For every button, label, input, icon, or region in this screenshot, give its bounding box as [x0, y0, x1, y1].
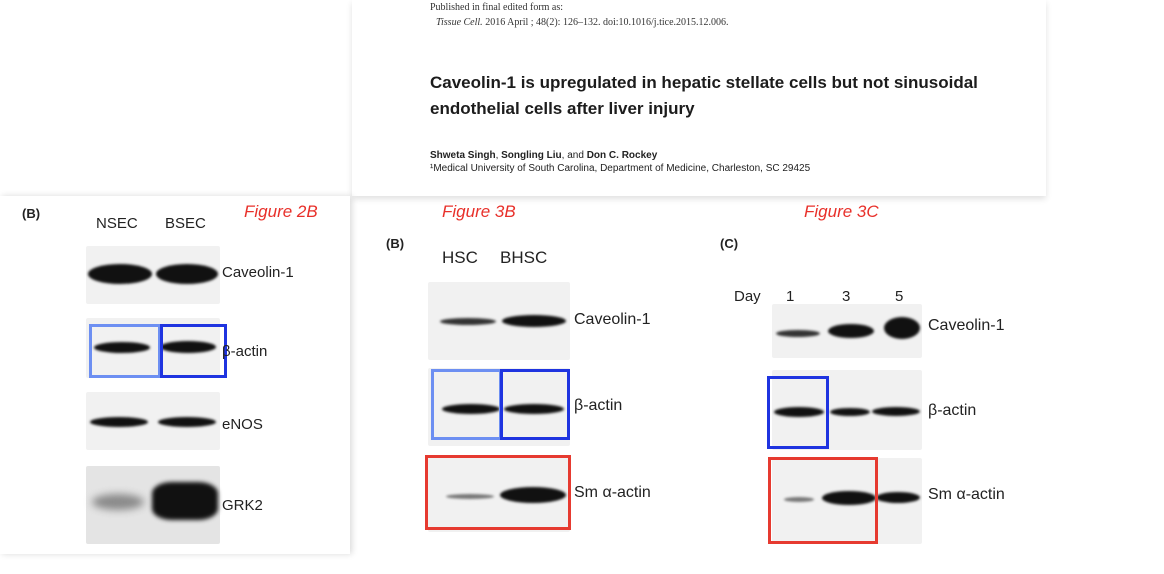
- band: [156, 264, 218, 284]
- blot-3c-sm-alpha-actin: [772, 458, 922, 544]
- band: [502, 315, 566, 327]
- highlight-box-red: [768, 457, 878, 544]
- blot-2b-grk2: [86, 466, 220, 544]
- lane-label-hsc: HSC: [442, 248, 478, 267]
- protein-label-caveolin: Caveolin-1: [222, 264, 294, 281]
- lane-label-bsec: BSEC: [165, 215, 206, 232]
- lane-label-nsec: NSEC: [96, 215, 138, 232]
- protein-label-sm-alpha-actin: Sm α-actin: [574, 484, 651, 501]
- citation-line: Tissue Cell. 2016 April ; 48(2): 126–132…: [436, 17, 729, 28]
- band: [872, 407, 920, 416]
- band: [442, 404, 500, 414]
- band: [446, 494, 494, 499]
- highlight-box-red: [425, 455, 571, 530]
- highlight-box-dark-blue: [160, 324, 227, 378]
- band: [822, 491, 876, 505]
- band: [500, 487, 566, 503]
- protein-label-sm-alpha-actin: Sm α-actin: [928, 486, 1005, 503]
- author-name: Don C. Rockey: [586, 150, 658, 161]
- author-name: Shweta Singh: [430, 150, 496, 161]
- band: [830, 408, 870, 416]
- lane-label-day-3: 3: [842, 288, 851, 305]
- band: [90, 417, 148, 427]
- band: [876, 492, 920, 503]
- author-list: Shweta Singh, Songling Liu, and Don C. R…: [430, 150, 657, 161]
- author-separator: , and: [561, 150, 587, 161]
- affiliation: ¹Medical University of South Carolina, D…: [430, 163, 811, 174]
- blot-2b-enos: [86, 392, 220, 450]
- band: [784, 497, 814, 502]
- author-separator: ,: [495, 150, 502, 161]
- band: [504, 404, 564, 414]
- paper-title: Caveolin-1 is upregulated in hepatic ste…: [430, 73, 978, 118]
- day-label: Day: [734, 288, 761, 305]
- protein-label-caveolin: Caveolin-1: [928, 317, 1005, 334]
- band: [776, 330, 820, 337]
- protein-label-beta-actin: β-actin: [574, 397, 623, 414]
- protein-label-enos: eNOS: [222, 416, 263, 433]
- journal-name: Tissue Cell.: [436, 17, 483, 28]
- band: [158, 417, 216, 427]
- band: [774, 407, 824, 417]
- protein-label-beta-actin: β-actin: [928, 402, 977, 419]
- panel-label-3b: (B): [386, 236, 405, 251]
- highlight-box-dark-blue: [767, 376, 829, 449]
- highlight-box-light-blue: [431, 369, 502, 440]
- lane-label-day-5: 5: [895, 288, 904, 305]
- protein-label-grk2: GRK2: [222, 497, 263, 514]
- highlight-box-light-blue: [89, 324, 161, 378]
- author-name: Songling Liu: [501, 150, 562, 161]
- lane-label-day-1: 1: [786, 288, 795, 305]
- blot-2b-caveolin: [86, 246, 220, 304]
- blot-3b-sm-alpha-actin: [428, 456, 570, 532]
- panel-label-3c: (C): [720, 236, 739, 251]
- figure-label-3c: Figure 3C: [804, 202, 879, 221]
- blot-2b-beta-actin: [86, 318, 220, 378]
- panel-label-2b: (B): [22, 206, 41, 221]
- blot-3b-caveolin: [428, 282, 570, 360]
- band: [94, 342, 150, 353]
- blot-3c-caveolin: [772, 304, 922, 358]
- protein-label-caveolin: Caveolin-1: [574, 311, 651, 328]
- band: [88, 264, 152, 284]
- protein-label-beta-actin: β-actin: [222, 343, 268, 360]
- band: [160, 341, 216, 353]
- lane-label-bhsc: BHSC: [500, 248, 548, 267]
- figure-label-2b: Figure 2B: [244, 202, 318, 221]
- band: [152, 482, 218, 520]
- citation-details: 2016 April ; 48(2): 126–132. doi:10.1016…: [482, 17, 729, 28]
- band: [92, 494, 144, 510]
- blot-3c-beta-actin: [772, 370, 922, 450]
- band: [828, 324, 874, 338]
- band: [884, 317, 920, 339]
- figure-label-3b: Figure 3B: [442, 202, 516, 221]
- published-in-line: Published in final edited form as:: [430, 2, 564, 13]
- highlight-box-dark-blue: [500, 369, 570, 440]
- paper-header-card: [352, 0, 1046, 196]
- band: [440, 318, 496, 325]
